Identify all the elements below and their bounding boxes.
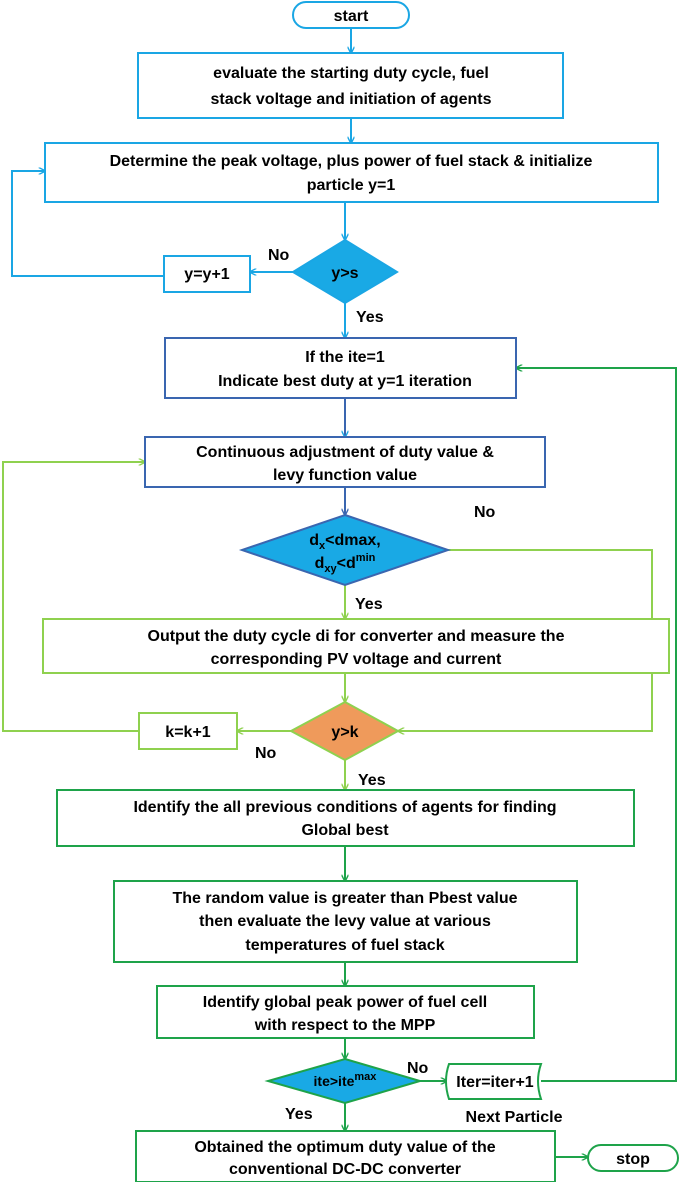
svg-text:Output the duty cycle di for c: Output the duty cycle di for converter a…	[148, 628, 565, 645]
edge-iter-loop	[516, 368, 677, 1082]
svg-text:The random value is greater th: The random value is greater than Pbest v…	[173, 890, 518, 907]
next-particle-label: Next Particle	[466, 1109, 563, 1126]
y-gt-s-decision: y>s	[291, 238, 399, 305]
svg-text:conventional DC-DC converter: conventional DC-DC converter	[229, 1161, 461, 1178]
y-gt-k-decision: y>k	[288, 700, 401, 762]
edge-yinc-loop	[11, 171, 164, 277]
identify-global-box: Identify global peak power of fuel cell …	[156, 985, 535, 1039]
label-yes-yk: Yes	[358, 772, 386, 789]
label-yes-ite: Yes	[285, 1106, 313, 1123]
d-condition-line2: dxy<dmin	[315, 552, 376, 575]
y-increment-box: y=y+1	[163, 255, 251, 293]
svg-text:levy function value: levy function value	[273, 467, 417, 484]
label-no-dcond: No	[474, 504, 496, 521]
svg-text:temperatures of fuel stack: temperatures of fuel stack	[245, 937, 444, 954]
connectors	[2, 28, 677, 1157]
label-no-ys: No	[268, 247, 290, 264]
label-no-ite: No	[407, 1060, 429, 1077]
label-yes-ys: Yes	[356, 309, 384, 326]
ite-gt-max-label: ite>itemax	[314, 1071, 378, 1089]
label-yes-dcond: Yes	[355, 596, 383, 613]
identify-previous-box: Identify the all previous conditions of …	[56, 789, 635, 847]
stop-node: stop	[587, 1144, 679, 1172]
edge-labels: No Yes No Yes No Yes No Yes	[255, 247, 496, 1123]
edge-kinc-loop	[2, 462, 145, 732]
iter-increment-box: Iter=iter+1	[445, 1063, 543, 1100]
label-no-yk: No	[255, 745, 277, 762]
svg-text:y>s: y>s	[331, 265, 358, 282]
svg-text:Indicate best duty at y=1 iter: Indicate best duty at y=1 iteration	[218, 373, 472, 390]
svg-text:Obtained the optimum duty valu: Obtained the optimum duty value of the	[194, 1139, 495, 1156]
d-condition-line1: dx<dmax,	[309, 532, 381, 552]
svg-text:corresponding PV voltage and c: corresponding PV voltage and current	[211, 651, 502, 668]
ite-gt-max-decision: ite>itemax	[264, 1057, 424, 1105]
svg-text:evaluate the starting duty cyc: evaluate the starting duty cycle, fuel	[213, 65, 489, 82]
svg-text:start: start	[334, 8, 369, 25]
svg-text:with respect to the MPP: with respect to the MPP	[254, 1017, 436, 1034]
svg-text:Identify global peak power of: Identify global peak power of fuel cell	[203, 994, 488, 1011]
svg-text:particle y=1: particle y=1	[307, 177, 396, 194]
if-ite-box: If the ite=1 Indicate best duty at y=1 i…	[164, 337, 517, 399]
start-node: start	[292, 1, 410, 29]
svg-text:Determine the peak voltage, pl: Determine the peak voltage, plus power o…	[110, 153, 593, 170]
svg-text:y=y+1: y=y+1	[184, 266, 229, 283]
svg-text:then evaluate the levy value a: then evaluate the levy value at various	[199, 913, 491, 930]
svg-text:Identify the all previous cond: Identify the all previous conditions of …	[133, 799, 556, 816]
determine-box: Determine the peak voltage, plus power o…	[44, 142, 659, 203]
continuous-box: Continuous adjustment of duty value & le…	[144, 436, 546, 488]
svg-text:stop: stop	[616, 1151, 650, 1168]
output-box: Output the duty cycle di for converter a…	[42, 618, 670, 674]
svg-text:Global best: Global best	[301, 822, 389, 839]
svg-text:If the ite=1: If the ite=1	[305, 349, 385, 366]
d-condition-decision: dx<dmax, dxy<dmin	[238, 513, 452, 587]
random-value-box: The random value is greater than Pbest v…	[113, 880, 578, 963]
obtained-box: Obtained the optimum duty value of the c…	[135, 1130, 556, 1182]
evaluate-box: evaluate the starting duty cycle, fuel s…	[137, 52, 564, 119]
k-increment-box: k=k+1	[138, 712, 238, 750]
svg-text:y>k: y>k	[331, 724, 358, 741]
svg-text:k=k+1: k=k+1	[165, 724, 210, 741]
svg-text:stack voltage and initiation o: stack voltage and initiation of agents	[211, 91, 492, 108]
svg-text:Iter=iter+1: Iter=iter+1	[456, 1074, 533, 1091]
svg-text:Continuous adjustment of duty: Continuous adjustment of duty value &	[196, 444, 494, 461]
